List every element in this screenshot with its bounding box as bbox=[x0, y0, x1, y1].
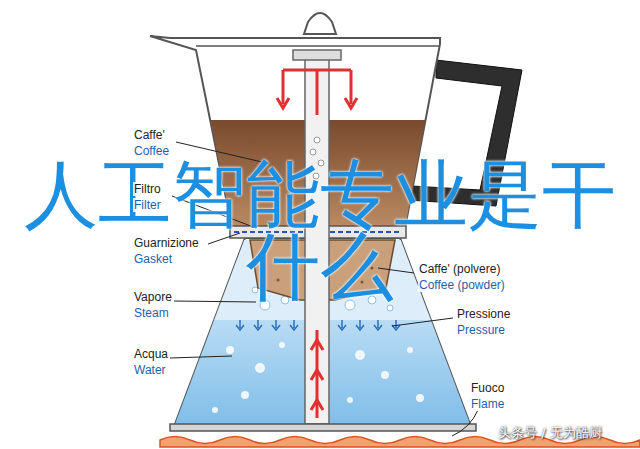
part-name-italian: Vapore bbox=[133, 290, 173, 304]
bubble bbox=[226, 346, 234, 354]
part-name-english: Gasket bbox=[133, 252, 173, 266]
leader-line bbox=[392, 318, 453, 326]
part-name-english: Flame bbox=[470, 397, 505, 411]
part-name-italian: Caffe' bbox=[133, 128, 166, 142]
part-name-italian: Guarnizione bbox=[133, 236, 200, 250]
arrowhead bbox=[311, 340, 323, 410]
bubble bbox=[279, 342, 285, 348]
arrow bbox=[374, 320, 382, 330]
bubble bbox=[416, 394, 424, 402]
part-name-english: Filter bbox=[133, 198, 162, 212]
bubble bbox=[347, 397, 353, 403]
bubble bbox=[255, 363, 265, 373]
part-name-italian: Fuoco bbox=[470, 381, 505, 395]
part-name-italian: Pressione bbox=[456, 307, 511, 321]
arrow bbox=[290, 320, 298, 330]
part-name-italian: Filtro bbox=[133, 182, 162, 196]
flow-path bbox=[283, 70, 351, 115]
bubble bbox=[314, 137, 320, 143]
bubble bbox=[310, 149, 316, 155]
arrow bbox=[338, 320, 346, 330]
part-name-english: Water bbox=[133, 363, 167, 377]
leader-line bbox=[174, 301, 256, 302]
part-name-english: Steam bbox=[133, 306, 170, 320]
part-name-english: Coffee bbox=[133, 144, 170, 158]
bubble bbox=[212, 407, 218, 413]
arrow bbox=[236, 320, 244, 330]
pot-base bbox=[170, 424, 476, 431]
part-name-english: Coffee (powder) bbox=[418, 278, 506, 292]
overlay-headline: 人工智能专业是干什么 bbox=[8, 158, 632, 302]
part-name-english: Pressure bbox=[456, 323, 506, 337]
arrow bbox=[272, 320, 280, 330]
bubble bbox=[241, 391, 249, 399]
bubble bbox=[407, 347, 413, 353]
bubble bbox=[355, 350, 365, 360]
lid-line bbox=[196, 45, 440, 47]
part-name-italian: Acqua bbox=[133, 347, 169, 361]
bubble bbox=[387, 305, 393, 311]
tube-cap bbox=[293, 50, 341, 60]
arrow bbox=[254, 320, 262, 330]
part-name-italian: Caffe' (polvere) bbox=[418, 262, 501, 276]
arrowhead bbox=[277, 98, 357, 108]
leader-line bbox=[452, 410, 478, 436]
lid-knob bbox=[304, 13, 336, 34]
bubble bbox=[381, 371, 389, 379]
watermark: 头条号 / 无为酷厨 bbox=[498, 425, 602, 441]
arrow bbox=[356, 320, 364, 330]
leader-line bbox=[170, 356, 232, 358]
